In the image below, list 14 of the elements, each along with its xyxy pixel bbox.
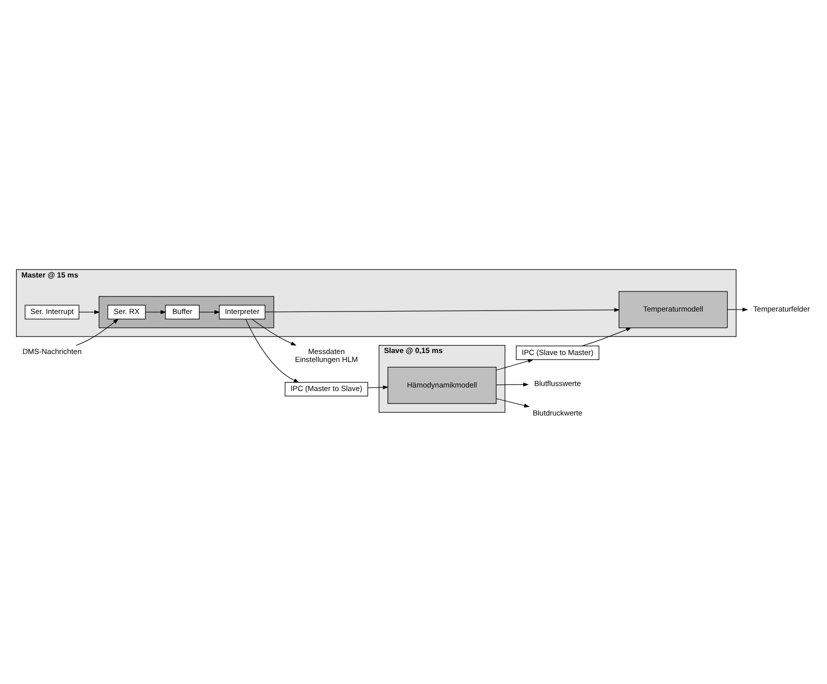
arrow <box>496 382 529 386</box>
arrow <box>582 326 632 346</box>
arrow <box>145 310 166 314</box>
arrow <box>496 398 530 407</box>
arrow <box>264 307 620 312</box>
arrow <box>76 318 119 346</box>
arrow <box>78 310 100 314</box>
arrow <box>368 384 389 389</box>
arrow <box>252 318 297 346</box>
arrow <box>245 318 300 382</box>
arrow <box>198 310 220 314</box>
cluster <box>98 296 274 328</box>
arrow <box>727 307 748 312</box>
arrow <box>496 358 534 370</box>
